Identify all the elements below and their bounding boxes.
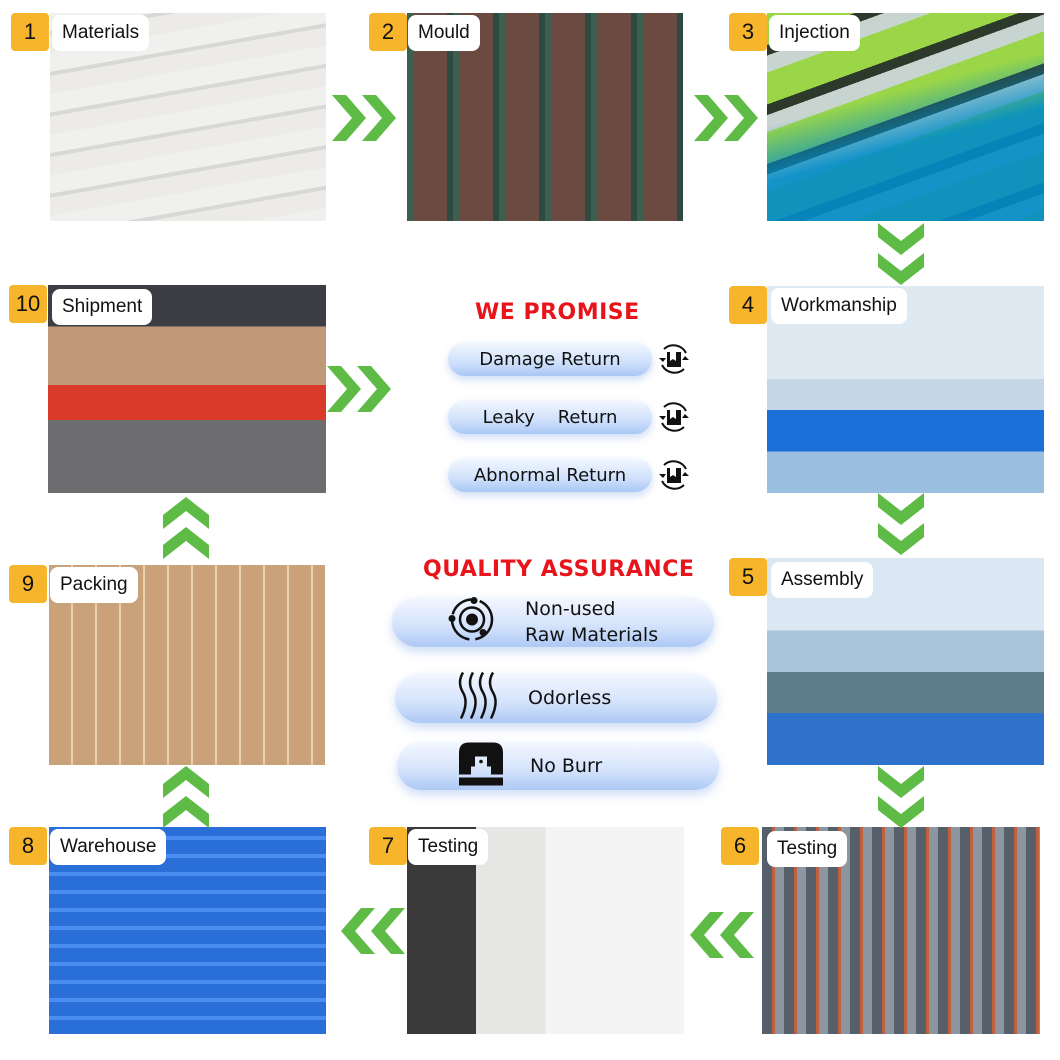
step-label: Materials [52,15,150,51]
promise-item-abnormal-return: Abnormal Return [448,458,652,492]
chevron-up-icon [163,497,209,563]
box-return-icon [656,457,692,497]
atom-icon [447,595,497,650]
promise-item-leaky-return: Leaky Return [448,400,652,434]
promise-item-label: Leaky Return [482,406,618,428]
step-number-badge: 8 [9,827,47,865]
promise-item-label: Damage Return [479,348,621,370]
quality-item-label: No Burr [530,755,603,777]
step-label: Assembly [771,562,874,598]
chevron-left-icon [337,908,405,954]
step-number-badge: 10 [9,285,47,323]
quality-item-odorless: Odorless [395,671,717,726]
quality-item-label: Odorless [528,687,612,709]
step-label: Packing [50,567,138,603]
chevron-down-icon [878,766,924,832]
quality-assurance-title: QUALITY ASSURANCE [423,557,695,582]
box-return-icon [656,399,692,439]
step-label: Warehouse [50,829,167,865]
mould-icon [457,741,505,792]
quality-item-line2: Raw Materials [525,624,659,646]
chevron-right-icon [694,95,762,141]
chevron-down-icon [878,493,924,559]
quality-item-line1: Non-used [525,598,616,620]
step-number-badge: 6 [721,827,759,865]
step-number-badge: 2 [369,13,407,51]
quality-item-no-burr: No Burr [397,742,719,790]
step-number-badge: 5 [729,558,767,596]
step-label: Shipment [52,289,153,325]
chevron-right-icon [332,95,400,141]
chevron-left-icon [686,912,754,958]
step-number-badge: 4 [729,286,767,324]
step-number-badge: 3 [729,13,767,51]
odor-waves-icon [455,671,499,726]
step-number-badge: 7 [369,827,407,865]
step-number-badge: 1 [11,13,49,51]
box-return-icon [656,341,692,381]
step-label: Injection [769,15,860,51]
promise-item-damage-return: Damage Return [448,342,652,376]
step-label: Testing [767,831,848,867]
we-promise-title: WE PROMISE [475,300,640,325]
promise-item-label: Abnormal Return [473,464,627,486]
chevron-up-icon [163,766,209,832]
chevron-down-icon [878,223,924,289]
step-label: Testing [408,829,489,865]
step-label: Mould [408,15,480,51]
step-label: Workmanship [771,288,907,324]
quality-item-raw-materials: Non-used Raw Materials [392,597,714,647]
chevron-right-icon [327,366,395,412]
step-number-badge: 9 [9,565,47,603]
